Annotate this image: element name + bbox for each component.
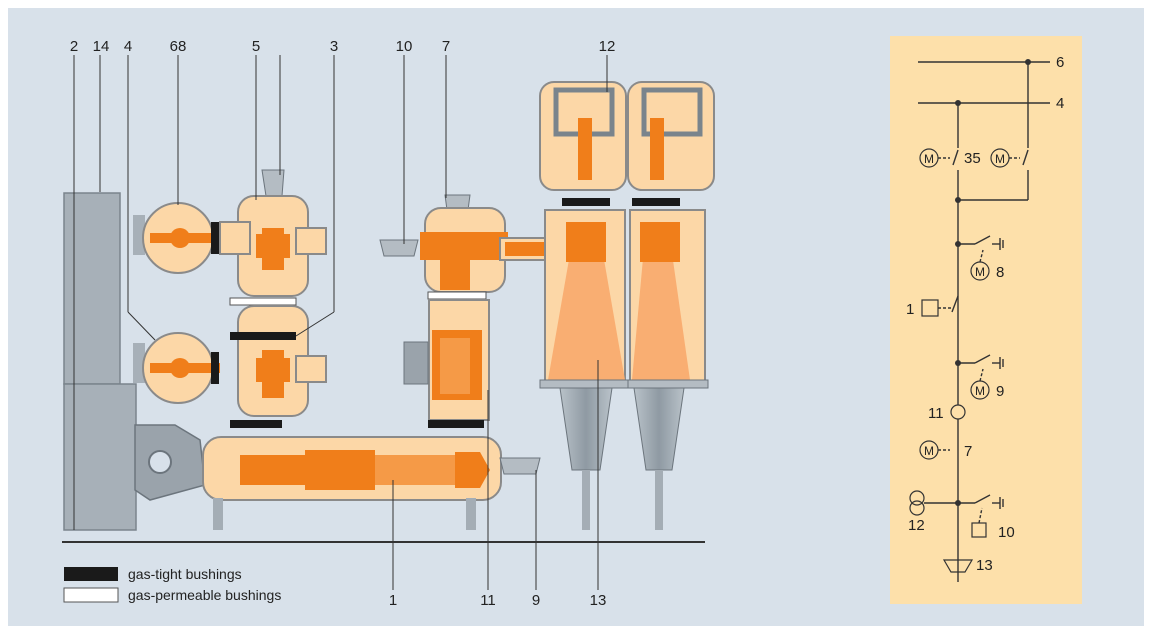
schematic-label-11: 11 xyxy=(928,405,944,422)
single-line-schematic: 6 4 M 35 M M 8 1 xyxy=(890,36,1082,604)
voltage-transformer-right xyxy=(627,81,715,530)
schematic-label-13: 13 xyxy=(976,557,993,574)
label-13: 13 xyxy=(590,592,607,609)
label-9: 9 xyxy=(532,592,540,609)
circuit-breaker-column xyxy=(403,194,546,428)
earthing-switch-9 xyxy=(499,457,541,475)
label-11: 11 xyxy=(480,592,496,609)
legend-swatch-gas-tight xyxy=(64,567,118,581)
label-7: 7 xyxy=(442,38,450,55)
legend-swatch-gas-permeable xyxy=(63,587,119,603)
schematic-label-8: 8 xyxy=(996,264,1004,281)
schematic-label-10: 10 xyxy=(998,524,1015,541)
label-3: 3 xyxy=(330,38,338,55)
label-68: 68 xyxy=(170,38,187,55)
label-2: 2 xyxy=(70,38,78,55)
schematic-label-6: 6 xyxy=(1056,54,1064,71)
legend-gas-permeable-label: gas-permeable bushings xyxy=(128,587,281,603)
switchgear-cross-section: 2 14 4 68 5 3 10 7 12 1 11 9 13 gas-tigh… xyxy=(62,38,715,609)
earthing-switch-10 xyxy=(379,239,419,257)
schematic-label-1: 1 xyxy=(906,301,914,318)
label-1: 1 xyxy=(389,592,397,609)
motor-symbol-8: M xyxy=(975,265,985,279)
disconnector-stack xyxy=(219,169,327,428)
local-control-cabinet xyxy=(63,192,137,531)
motor-symbol-9: M xyxy=(975,384,985,398)
label-10: 10 xyxy=(396,38,413,55)
schematic-panel xyxy=(890,36,1082,604)
label-14: 14 xyxy=(93,38,110,55)
motor-symbol-35a: M xyxy=(924,152,934,166)
diagram-labels: 2 14 4 68 5 3 10 7 12 1 11 9 13 xyxy=(70,38,616,609)
schematic-label-9: 9 xyxy=(996,383,1004,400)
schematic-label-12: 12 xyxy=(908,517,925,534)
legend-gas-tight-label: gas-tight bushings xyxy=(128,566,242,582)
main-busbar-enclosure xyxy=(202,436,502,530)
busbar-compartment-lower xyxy=(133,332,220,404)
voltage-transformer-left xyxy=(539,81,629,530)
schematic-label-7: 7 xyxy=(964,443,972,460)
schematic-label-4: 4 xyxy=(1056,95,1064,112)
busbar-compartment-upper xyxy=(133,202,220,274)
label-4: 4 xyxy=(124,38,132,55)
schematic-label-35: 35 xyxy=(964,150,981,167)
motor-symbol-35b: M xyxy=(995,152,1005,166)
callout-lines xyxy=(73,55,608,590)
label-5: 5 xyxy=(252,38,260,55)
legend: gas-tight bushings gas-permeable bushing… xyxy=(63,566,281,603)
label-12: 12 xyxy=(599,38,616,55)
motor-symbol-7: M xyxy=(924,444,934,458)
